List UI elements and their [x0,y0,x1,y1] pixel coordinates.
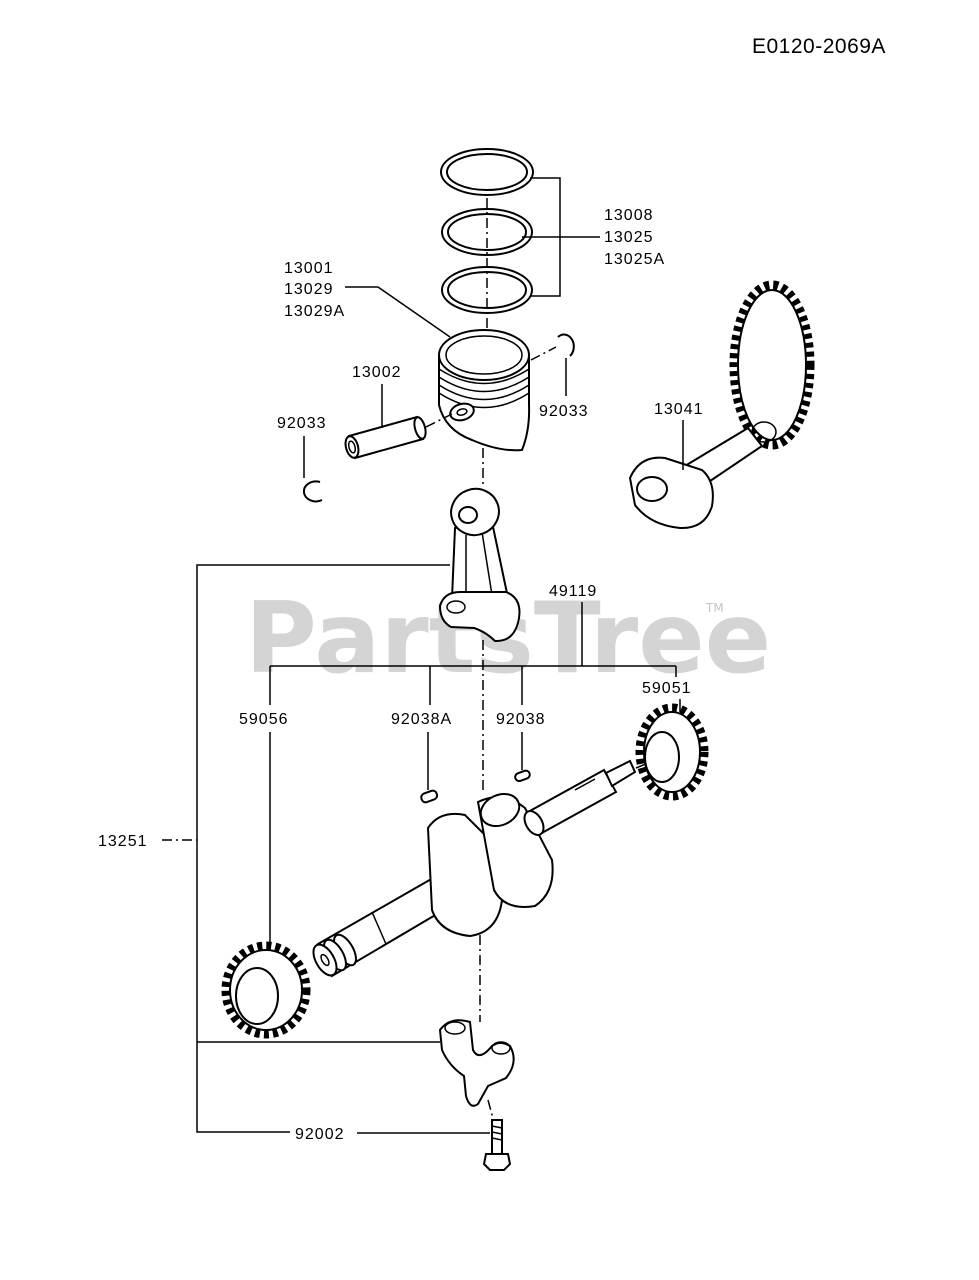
piston-pin-end-right [413,416,427,440]
piston-pin-bore [456,408,468,416]
cam-gear-face [737,289,807,441]
assembly-leaders [162,564,681,1134]
cam-journal [636,476,668,502]
callout-59056[interactable]: 59056 [239,711,289,728]
circlip-right[interactable] [530,333,575,361]
callout-13008[interactable]: 13008 [604,207,654,224]
bolt-thread-1 [491,1125,503,1129]
piston-groove-2 [438,376,530,393]
conrod-bolt[interactable] [482,1119,512,1171]
piston-pin-axis [425,413,453,428]
conrod-big-end [438,591,521,643]
gear-left-hub [235,967,279,1025]
gear-left-teeth [221,941,311,1039]
ring-second-outer [441,208,533,256]
circlip-left[interactable] [302,480,323,503]
piston-crown [438,329,530,381]
piston-pin[interactable] [343,413,453,460]
piston-crown-inner [445,335,523,375]
callout-92002[interactable]: 92002 [295,1126,345,1143]
circlip-right-shape [557,333,575,357]
piston-groove-4 [438,392,530,409]
conrod-bolt-boss [446,600,466,614]
gear-right-teeth [635,703,709,801]
conrod-small-end-bore [458,506,478,524]
dowel-pin-a[interactable] [420,789,439,804]
callout-92038[interactable]: 92038 [496,711,546,728]
ring-leaders [522,177,600,297]
crank-pin [479,792,521,828]
bolt-shank [491,1119,503,1155]
dowel-pin-shape [514,769,531,783]
callout-49119[interactable]: 49119 [549,583,597,600]
bolt-thread-2 [491,1131,503,1135]
callout-13029[interactable]: 13029 [284,281,334,298]
callout-13041[interactable]: 13041 [654,401,704,418]
ring-top-outer [440,148,534,196]
callout-13029a[interactable]: 13029A [284,303,345,320]
crank-keyway [574,778,596,791]
callout-59051[interactable]: 59051 [642,680,692,697]
circlip-left-shape [302,480,323,503]
gear-left[interactable] [221,941,311,1039]
conrod-cap[interactable] [438,1019,515,1107]
callout-13025[interactable]: 13025 [604,229,654,246]
gear-right-hub [644,731,680,783]
piston-pin-bore [347,440,357,454]
callout-92033-left[interactable]: 92033 [277,415,327,432]
piston[interactable] [438,329,531,452]
gear-right[interactable] [635,703,709,801]
circlip-right-axis [530,346,557,361]
crank-journal-right-shoulder [523,810,545,836]
dowel-pin[interactable] [514,769,531,783]
ring-second-inner [447,213,527,251]
cam-gear-teeth [729,280,815,450]
crank-assembly-bracket [196,564,450,1133]
callout-13251[interactable]: 13251 [98,833,148,850]
callout-13001[interactable]: 13001 [284,260,334,277]
crank-web-left [426,812,504,938]
crankshaft[interactable] [309,757,661,979]
callout-92033-right[interactable]: 92033 [539,403,589,420]
ring-top-inner [446,153,528,191]
ring-oil-outer [441,266,533,314]
bolt-head [482,1153,512,1171]
crank-center-hole [320,953,330,967]
connecting-rod[interactable] [438,482,521,643]
conrod-small-end [450,487,500,537]
piston-groove-1 [438,368,530,385]
cap-bolt-axis [487,1099,495,1123]
crank-shaft-end [312,943,338,977]
piston-rings[interactable] [440,148,534,314]
camshaft[interactable] [628,280,815,530]
piston-pin-body [347,415,425,460]
conrod-web-right [481,531,493,596]
conrod-cap-boss-right [491,1041,511,1055]
callout-92038a[interactable]: 92038A [391,711,452,728]
bolt-thread-3 [491,1137,503,1141]
conrod-cap-body [438,1019,515,1107]
dowel-pin-a-shape [420,789,439,804]
diagram-code: E0120-2069A [752,35,886,58]
ring-oil-inner [447,271,527,309]
crank-output-shaft [604,759,637,788]
crank-shoulder-line [371,911,387,945]
piston-leader [345,286,451,338]
piston-groove-3 [438,384,530,401]
callout-13025a[interactable]: 13025A [604,251,665,268]
conrod-cap-boss [444,1021,466,1035]
piston-body [438,354,531,452]
cam-lobe [628,456,714,530]
callout-13002[interactable]: 13002 [352,364,402,381]
watermark-tm: TM [705,601,724,615]
